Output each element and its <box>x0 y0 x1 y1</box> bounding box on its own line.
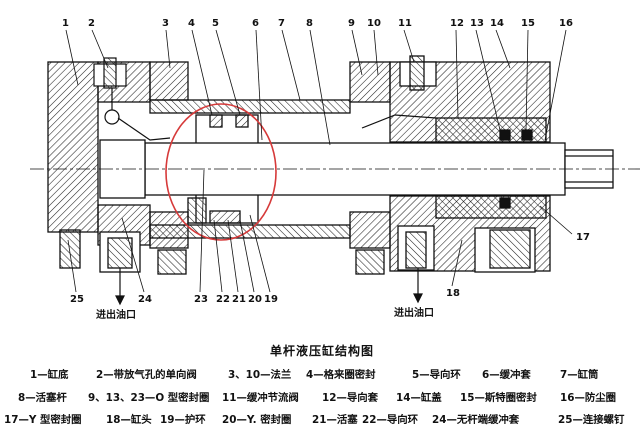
legend-item: 7—缸筒 <box>560 369 599 381</box>
callout-25: 25 <box>70 294 84 305</box>
callout-22: 22 <box>216 294 230 305</box>
legend-item: 14—缸盖 <box>396 392 442 404</box>
callout-7: 7 <box>278 18 285 29</box>
legend-item: 21—活塞 <box>312 414 358 426</box>
legend-item: 25—连接螺钉 <box>558 414 625 426</box>
port-label-left: 进出油口 <box>96 308 136 321</box>
callout-4: 4 <box>188 18 195 29</box>
callout-9: 9 <box>348 18 355 29</box>
callout-1: 1 <box>62 18 69 29</box>
callout-2: 2 <box>88 18 95 29</box>
legend-item: 17—Y 型密封圈 <box>4 414 82 426</box>
legend-item: 24—无杆端缓冲套 <box>432 414 520 426</box>
flange-right <box>349 61 391 275</box>
callout-8: 8 <box>306 18 313 29</box>
legend-item: 8—活塞杆 <box>18 392 67 404</box>
port-label-right: 进出油口 <box>394 306 434 319</box>
callout-15: 15 <box>521 18 535 29</box>
check-valve <box>93 57 127 125</box>
legend-item: 12—导向套 <box>322 392 379 404</box>
legend-item: 2—带放气孔的单向阀 <box>96 369 197 381</box>
callout-11: 11 <box>398 18 412 29</box>
callout-12: 12 <box>450 18 464 29</box>
callout-18: 18 <box>446 288 460 299</box>
callout-21: 21 <box>232 294 246 305</box>
callout-numbers: 1 2 3 4 5 6 7 8 9 10 11 12 13 14 15 16 1… <box>62 18 590 305</box>
legend-item: 9、13、23—O 型密封圈 <box>88 392 210 404</box>
callout-16: 16 <box>559 18 573 29</box>
legend-item: 16—防尘圈 <box>560 392 617 404</box>
legend-item: 3、10—法兰 <box>228 369 292 381</box>
figure-title: 单杆液压缸结构图 <box>269 344 374 358</box>
oil-passage-right <box>361 114 437 129</box>
callout-14: 14 <box>490 18 504 29</box>
callout-3: 3 <box>162 18 169 29</box>
legend-item: 11—缓冲节流阀 <box>222 392 299 404</box>
legend-item: 1—缸底 <box>30 369 69 381</box>
callout-24: 24 <box>138 294 152 305</box>
callout-5: 5 <box>212 18 219 29</box>
highlight-circle <box>165 103 277 241</box>
legend-item: 22—导向环 <box>362 414 419 426</box>
oil-passage <box>117 117 171 141</box>
port-arrows <box>115 268 423 306</box>
callout-6: 6 <box>252 18 259 29</box>
legend-item: 20—Y. 密封圈 <box>222 414 292 426</box>
callout-20: 20 <box>248 294 262 305</box>
legend-item: 18—缸头 <box>106 414 152 426</box>
legend-item: 15—斯特圈密封 <box>460 392 537 404</box>
legend-item: 6—缓冲套 <box>482 369 531 381</box>
callout-19: 19 <box>264 294 278 305</box>
guide-sleeve <box>435 117 547 219</box>
callout-13: 13 <box>470 18 484 29</box>
legend-item: 5—导向环 <box>412 369 461 381</box>
callout-10: 10 <box>367 18 381 29</box>
legend-item: 4—格来圈密封 <box>306 369 376 381</box>
callout-17: 17 <box>576 232 590 243</box>
leader-lines <box>65 29 573 293</box>
legend-item: 19—护环 <box>160 414 206 426</box>
callout-23: 23 <box>194 294 208 305</box>
